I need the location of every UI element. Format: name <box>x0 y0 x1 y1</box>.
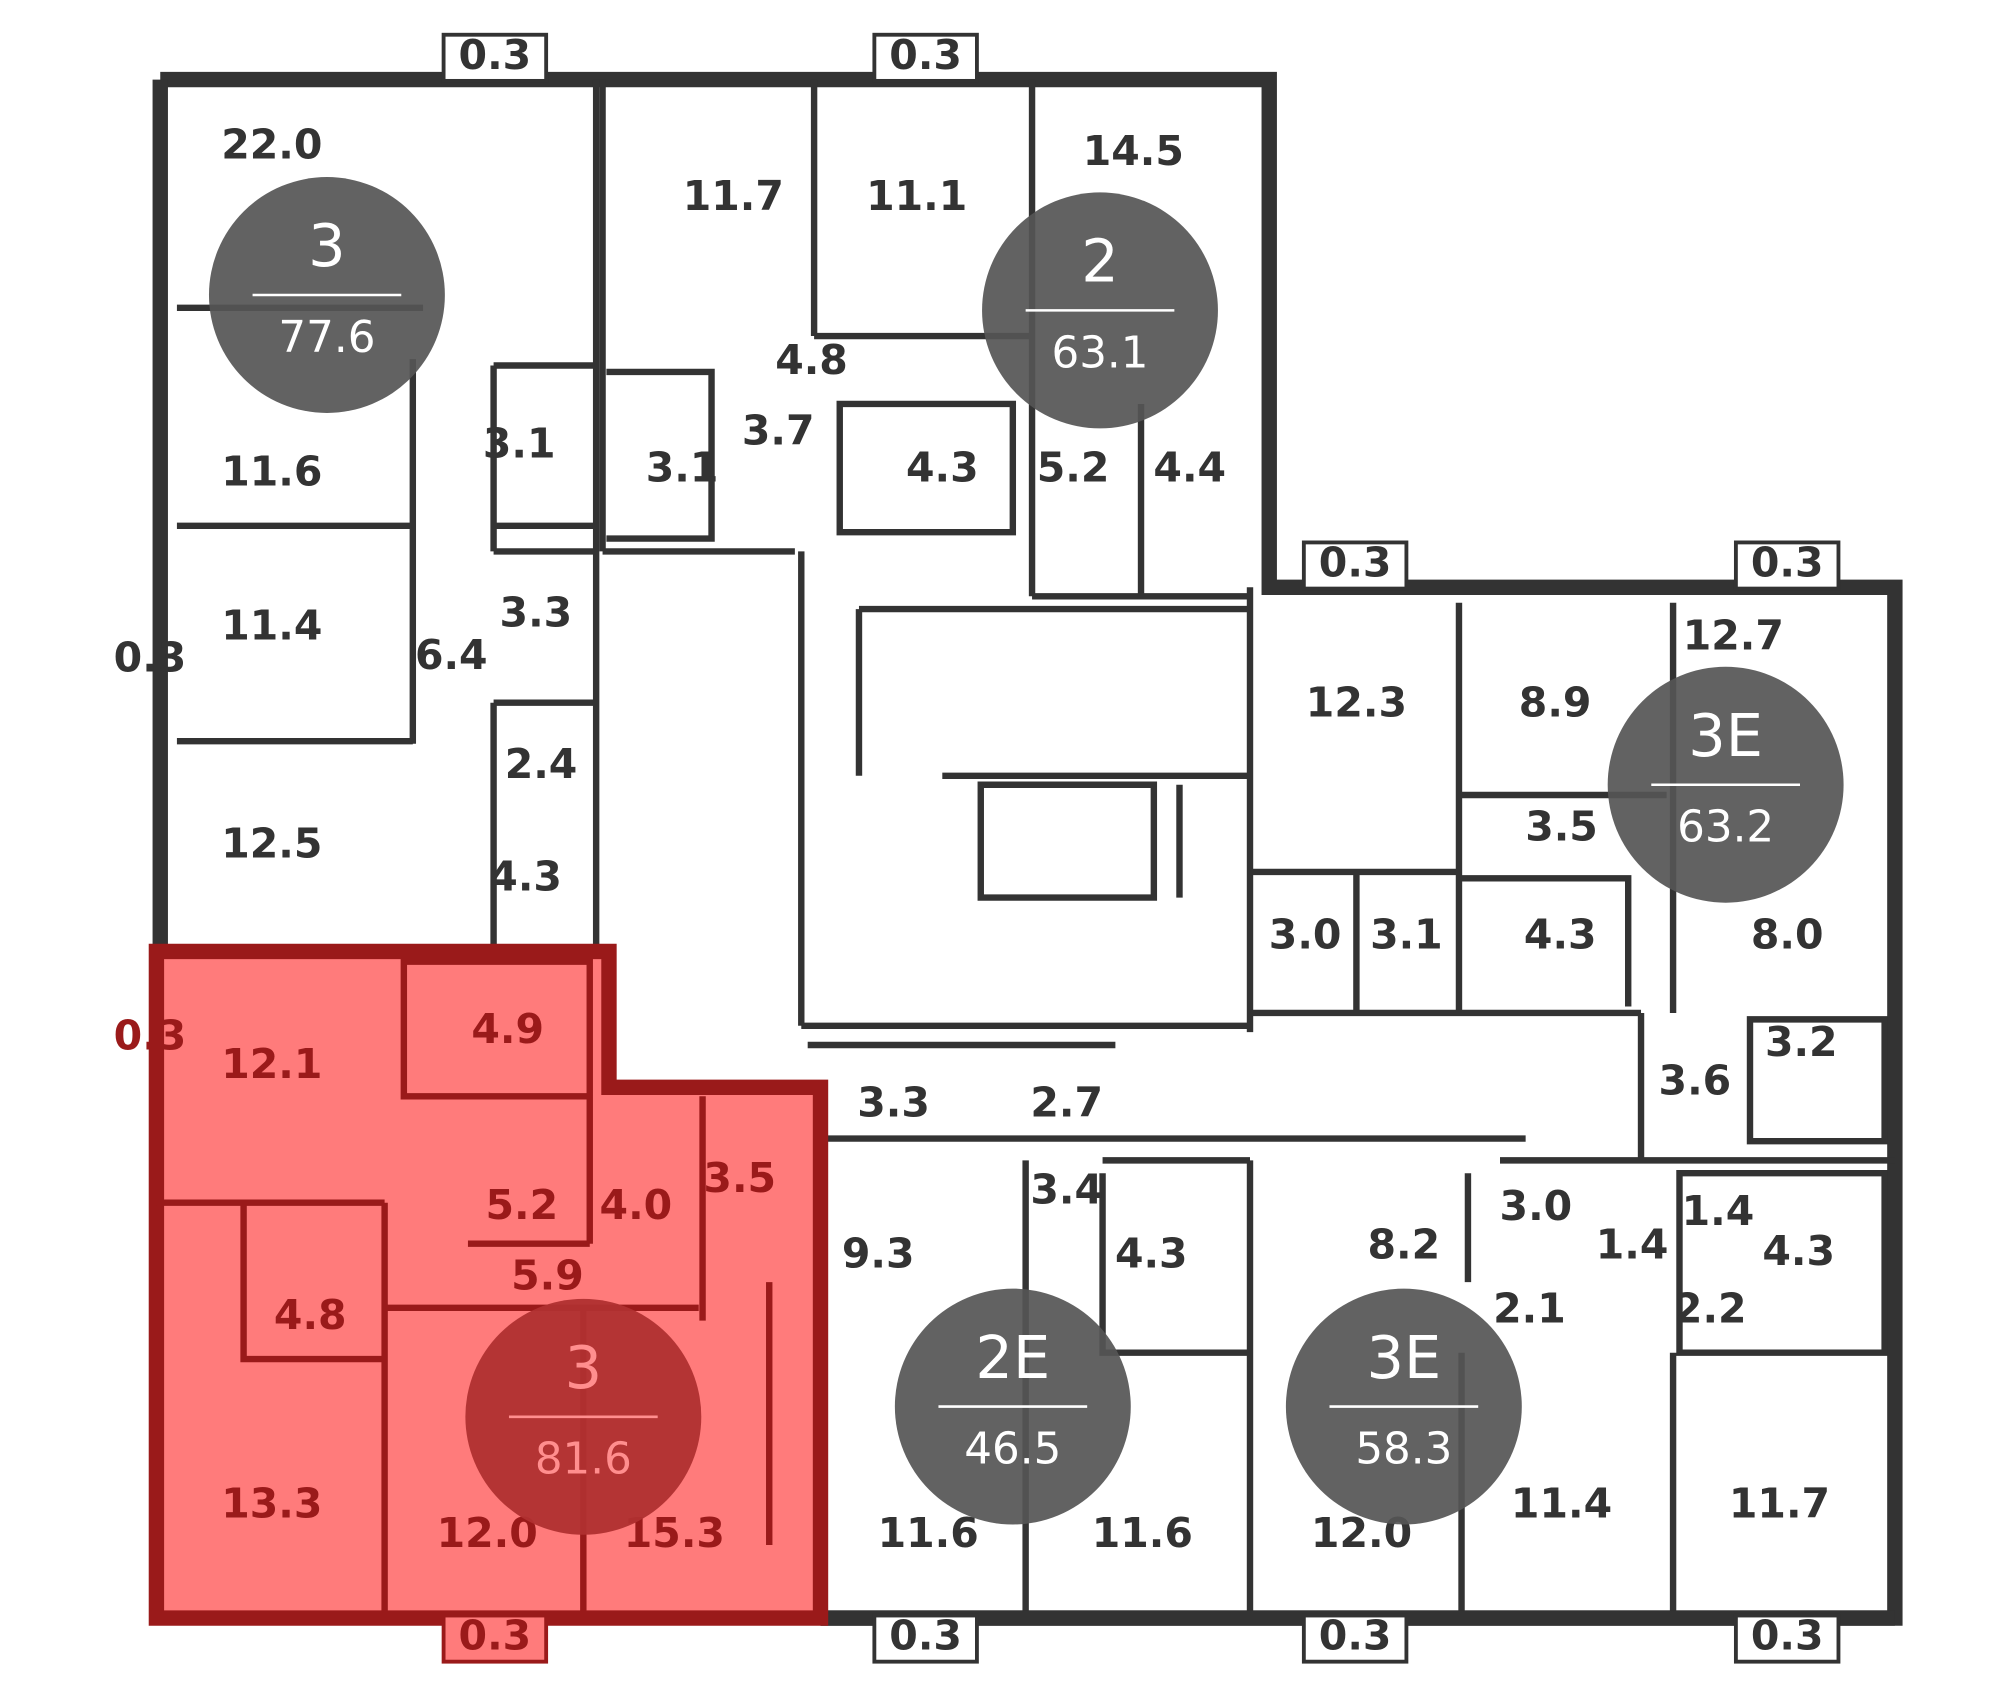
apartment-badge[interactable]: 2E 46.5 <box>894 1288 1131 1525</box>
apartment-rooms: 3E <box>1366 1323 1441 1392</box>
room-area-label: 4.4 <box>1153 444 1226 492</box>
balcony-outline <box>441 1613 549 1664</box>
room-area-label: 12.7 <box>1683 612 1784 660</box>
room-area-label: 12.3 <box>1306 678 1407 726</box>
balcony-area-label: 0.3 <box>1319 1612 1392 1660</box>
apartment-area: 77.6 <box>278 313 375 363</box>
apartment-area: 58.3 <box>1355 1424 1452 1474</box>
balcony[interactable]: 0.3 <box>1301 1612 1409 1664</box>
room-area-label: 2.2 <box>1674 1285 1747 1333</box>
room-area-label: 3.3 <box>857 1078 930 1126</box>
room-area-label: 4.3 <box>1762 1227 1835 1275</box>
room-area-label: 3.2 <box>1765 1018 1838 1066</box>
room-area-label: 11.6 <box>221 447 322 495</box>
balcony[interactable]: 0.3 <box>1733 539 1841 591</box>
apartment-badge[interactable]: 3E 63.2 <box>1607 666 1844 903</box>
balcony-area-label: 0.3 <box>459 1612 532 1660</box>
room-area-label: 3.3 <box>500 589 573 637</box>
balcony-outline <box>872 1613 979 1664</box>
room-area-label: 3.1 <box>1370 910 1443 958</box>
room-area-label: 22.0 <box>221 121 322 169</box>
apartment-area: 46.5 <box>964 1424 1061 1474</box>
room-area-label: 4.3 <box>1115 1230 1188 1278</box>
balcony-outline <box>1301 540 1409 591</box>
room-area-label: 4.0 <box>600 1181 673 1229</box>
balcony-outline <box>1301 1613 1409 1664</box>
balcony[interactable]: 0.3 <box>872 31 979 83</box>
balcony-outline <box>1733 540 1841 591</box>
apartment-badge[interactable]: 3E 58.3 <box>1285 1288 1522 1525</box>
balcony-area-label: 0.3 <box>1319 539 1392 587</box>
room-area-label: 12.1 <box>221 1040 322 1088</box>
balcony[interactable]: 0.3 <box>872 1612 979 1664</box>
balcony-area-label: 0.3 <box>1751 1612 1824 1660</box>
room-area-label: 9.3 <box>842 1230 915 1278</box>
apartment-rooms: 3 <box>565 1333 603 1402</box>
apartment-area: 63.2 <box>1677 803 1774 853</box>
balcony-area-label: 0.3 <box>1751 539 1824 587</box>
room-area-label: 4.8 <box>775 336 848 384</box>
room-area-label: 8.9 <box>1519 678 1592 726</box>
room-area-label: 5.9 <box>511 1251 584 1299</box>
room-area-label: 3.5 <box>1525 803 1598 851</box>
balcony-outline <box>1733 1613 1841 1664</box>
room-area-label: 4.3 <box>906 444 979 492</box>
room-area-label: 14.5 <box>1083 127 1184 175</box>
room-area-label: 13.3 <box>221 1480 322 1528</box>
balcony[interactable]: 0.3 <box>441 1612 549 1664</box>
apartment-rooms: 2 <box>1081 227 1119 296</box>
room-area-label: 3.1 <box>483 419 556 467</box>
room-area-label: 4.3 <box>1524 910 1597 958</box>
room-area-label: 12.5 <box>221 819 322 867</box>
balcony-area-label: 0.3 <box>459 31 532 79</box>
apartment-rooms: 3E <box>1688 701 1763 770</box>
room-area-label: 0.3 <box>114 633 187 681</box>
room-area-label: 11.6 <box>1092 1509 1193 1557</box>
room-area-label: 3.1 <box>646 444 719 492</box>
balcony[interactable]: 0.3 <box>1733 1612 1841 1664</box>
room-area-label: 5.2 <box>1037 444 1110 492</box>
apartment-rooms: 3 <box>308 211 346 280</box>
balcony[interactable]: 0.3 <box>1301 539 1409 591</box>
room-area-label: 6.4 <box>415 631 488 679</box>
apartment-badge[interactable]: 263.1 <box>982 192 1218 429</box>
room-area-label: 0.3 <box>114 1012 187 1060</box>
balcony-area-label: 0.3 <box>889 1612 962 1660</box>
room-area-label: 11.4 <box>221 601 322 649</box>
room-area-label: 8.0 <box>1751 910 1824 958</box>
room-area-label: 12.0 <box>437 1509 538 1557</box>
room-area-label: 11.7 <box>1729 1480 1830 1528</box>
room-area-label: 11.4 <box>1511 1480 1612 1528</box>
apartment-badge[interactable]: 377.6 <box>208 177 445 413</box>
room-area-label: 11.6 <box>878 1509 979 1557</box>
room-area-label: 4.8 <box>274 1291 347 1339</box>
room-area-label: 3.4 <box>1030 1165 1103 1213</box>
room-area-label: 1.4 <box>1682 1187 1755 1235</box>
room-area-label: 2.4 <box>505 740 578 788</box>
room-area-label: 3.6 <box>1659 1056 1732 1104</box>
apartment-area: 81.6 <box>535 1435 632 1485</box>
room-area-label: 4.3 <box>489 853 562 901</box>
balcony-outline <box>872 32 979 83</box>
apartment-badge-selected[interactable]: 381.6 <box>465 1298 702 1535</box>
room-area-label: 2.1 <box>1493 1285 1566 1333</box>
room-area-label: 3.5 <box>703 1154 776 1202</box>
room-area-label: 11.7 <box>683 172 784 220</box>
apartment-area: 63.1 <box>1051 328 1148 378</box>
apartment-rooms: 2E <box>975 1323 1050 1392</box>
balconies: 0.3 0.3 0.3 0.3 0.3 0.3 0.3 0.3 <box>441 31 1841 1664</box>
balcony-outline <box>441 32 549 83</box>
balcony[interactable]: 0.3 <box>441 31 549 83</box>
room-area-label: 3.0 <box>1500 1182 1573 1230</box>
room-area-label: 1.4 <box>1596 1221 1669 1269</box>
room-area-label: 8.2 <box>1368 1221 1441 1269</box>
room-area-label: 4.9 <box>471 1005 544 1053</box>
balcony-area-label: 0.3 <box>889 31 962 79</box>
room-area-label: 3.0 <box>1269 910 1342 958</box>
room-area-label: 2.7 <box>1030 1078 1103 1126</box>
room-area-label: 3.7 <box>742 406 815 454</box>
room-area-label: 11.1 <box>866 172 967 220</box>
room-area-label: 5.2 <box>485 1181 558 1229</box>
